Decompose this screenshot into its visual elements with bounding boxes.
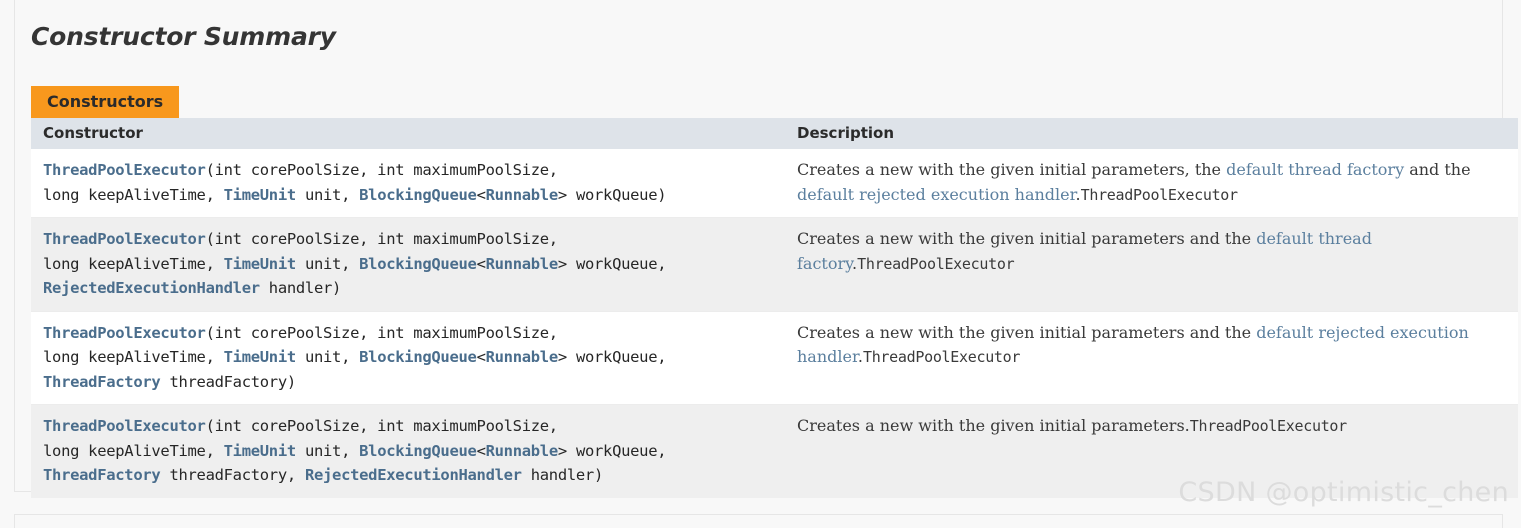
type-link[interactable]: ThreadFactory — [43, 466, 161, 484]
constructor-description: Creates a new with the given initial par… — [797, 321, 1506, 370]
text-run: > workQueue) — [557, 185, 667, 204]
type-link[interactable]: default rejected execution handler — [797, 322, 1469, 367]
column-header-constructor: Constructor — [31, 118, 785, 149]
constructor-description: Creates a new with the given initial par… — [797, 227, 1506, 276]
text-run: Creates a new with the given initial par… — [797, 416, 1190, 435]
table-row: ThreadPoolExecutor(int corePoolSize, int… — [31, 149, 1518, 218]
type-link[interactable]: BlockingQueue — [359, 185, 477, 204]
type-link[interactable]: Runnable — [485, 348, 559, 366]
inline-code: ThreadPoolExecutor — [857, 254, 1015, 273]
constructor-summary-table: Constructor Description ThreadPoolExecut… — [31, 118, 1518, 498]
table-row: ThreadPoolExecutor(int corePoolSize, int… — [31, 404, 1518, 498]
text-run: handler) — [259, 279, 342, 297]
type-link[interactable]: BlockingQueue — [359, 348, 477, 366]
inline-code: ThreadPoolExecutor — [862, 348, 1021, 366]
type-link[interactable]: TimeUnit — [223, 348, 297, 366]
type-link[interactable]: ThreadPoolExecutor — [43, 161, 206, 179]
page-title: Constructor Summary — [31, 22, 336, 51]
column-header-description: Description — [785, 118, 1518, 149]
constructor-signature: ThreadPoolExecutor(int corePoolSize, int… — [43, 414, 773, 488]
text-run: < — [476, 185, 486, 204]
text-run: unit, — [295, 441, 360, 460]
constructor-signature-cell: ThreadPoolExecutor(int corePoolSize, int… — [31, 404, 785, 498]
table-tab-strip: Constructors — [31, 86, 1518, 118]
text-run: . — [857, 347, 863, 366]
text-run: and the — [1404, 160, 1471, 179]
type-link[interactable]: default thread factory — [797, 229, 1372, 273]
constructor-signature-cell: ThreadPoolExecutor(int corePoolSize, int… — [31, 149, 785, 218]
inline-code: ThreadPoolExecutor — [1080, 185, 1238, 204]
type-link[interactable]: default thread factory — [1226, 160, 1405, 179]
table-header-row: Constructor Description — [31, 118, 1518, 149]
text-run: > workQueue, — [557, 348, 667, 366]
type-link[interactable]: BlockingQueue — [359, 254, 477, 273]
text-run: > workQueue, — [557, 441, 667, 460]
text-run: (int corePoolSize, int maximumPoolSize, … — [43, 230, 558, 273]
type-link[interactable]: RejectedExecutionHandler — [43, 279, 260, 297]
text-run: Creates a new with the given initial par… — [797, 229, 1257, 248]
text-run: . — [1075, 184, 1081, 204]
type-link[interactable]: default rejected execution handler — [797, 184, 1076, 204]
text-run: threadFactory, — [160, 466, 305, 484]
type-link[interactable]: TimeUnit — [223, 441, 297, 460]
table-body: ThreadPoolExecutor(int corePoolSize, int… — [31, 149, 1518, 498]
table-row: ThreadPoolExecutor(int corePoolSize, int… — [31, 311, 1518, 405]
constructor-description-cell: Creates a new with the given initial par… — [785, 311, 1518, 405]
type-link[interactable]: ThreadPoolExecutor — [43, 230, 206, 248]
constructor-description: Creates a new with the given initial par… — [797, 158, 1506, 207]
text-run: threadFactory) — [160, 372, 296, 391]
constructor-summary-section: Constructor Summary Constructors Constru… — [14, 0, 1518, 498]
type-link[interactable]: Runnable — [485, 441, 559, 460]
constructor-description-cell: Creates a new with the given initial par… — [785, 149, 1518, 218]
constructor-description: Creates a new with the given initial par… — [797, 414, 1506, 439]
constructor-signature: ThreadPoolExecutor(int corePoolSize, int… — [43, 227, 773, 301]
constructor-signature: ThreadPoolExecutor(int corePoolSize, int… — [43, 321, 773, 395]
type-link[interactable]: RejectedExecutionHandler — [304, 466, 522, 484]
type-link[interactable]: TimeUnit — [223, 254, 297, 273]
type-link[interactable]: BlockingQueue — [359, 441, 477, 460]
text-run: . — [852, 253, 858, 273]
watermark: CSDN @optimistic_chen — [1178, 477, 1509, 508]
text-run: unit, — [295, 254, 360, 273]
constructor-description-cell: Creates a new with the given initial par… — [785, 217, 1518, 312]
text-run: (int corePoolSize, int maximumPoolSize, … — [43, 417, 558, 460]
text-run: > workQueue, — [557, 254, 667, 273]
type-link[interactable]: ThreadFactory — [43, 372, 161, 391]
text-run: < — [476, 254, 486, 273]
text-run: Creates a new with the given initial par… — [797, 160, 1227, 179]
constructor-description-cell: Creates a new with the given initial par… — [785, 404, 1518, 498]
constructor-signature-cell: ThreadPoolExecutor(int corePoolSize, int… — [31, 217, 785, 312]
type-link[interactable]: Runnable — [485, 254, 559, 273]
type-link[interactable]: ThreadPoolExecutor — [43, 323, 206, 342]
type-link[interactable]: Runnable — [485, 185, 559, 204]
text-run: < — [476, 441, 486, 460]
text-run: unit, — [295, 348, 360, 366]
text-run: (int corePoolSize, int maximumPoolSize, … — [43, 161, 558, 204]
text-run: (int corePoolSize, int maximumPoolSize, … — [43, 323, 558, 367]
text-run: < — [476, 348, 486, 366]
text-run: unit, — [295, 185, 360, 204]
type-link[interactable]: ThreadPoolExecutor — [43, 417, 206, 435]
tab-constructors[interactable]: Constructors — [31, 86, 180, 118]
next-section-divider — [14, 514, 1503, 528]
table-row: ThreadPoolExecutor(int corePoolSize, int… — [31, 217, 1518, 312]
inline-code: ThreadPoolExecutor — [1189, 417, 1347, 435]
constructor-signature-cell: ThreadPoolExecutor(int corePoolSize, int… — [31, 311, 785, 405]
text-run: handler) — [521, 466, 604, 484]
constructor-signature: ThreadPoolExecutor(int corePoolSize, int… — [43, 158, 773, 207]
text-run: Creates a new with the given initial par… — [797, 322, 1257, 342]
type-link[interactable]: TimeUnit — [223, 185, 297, 204]
